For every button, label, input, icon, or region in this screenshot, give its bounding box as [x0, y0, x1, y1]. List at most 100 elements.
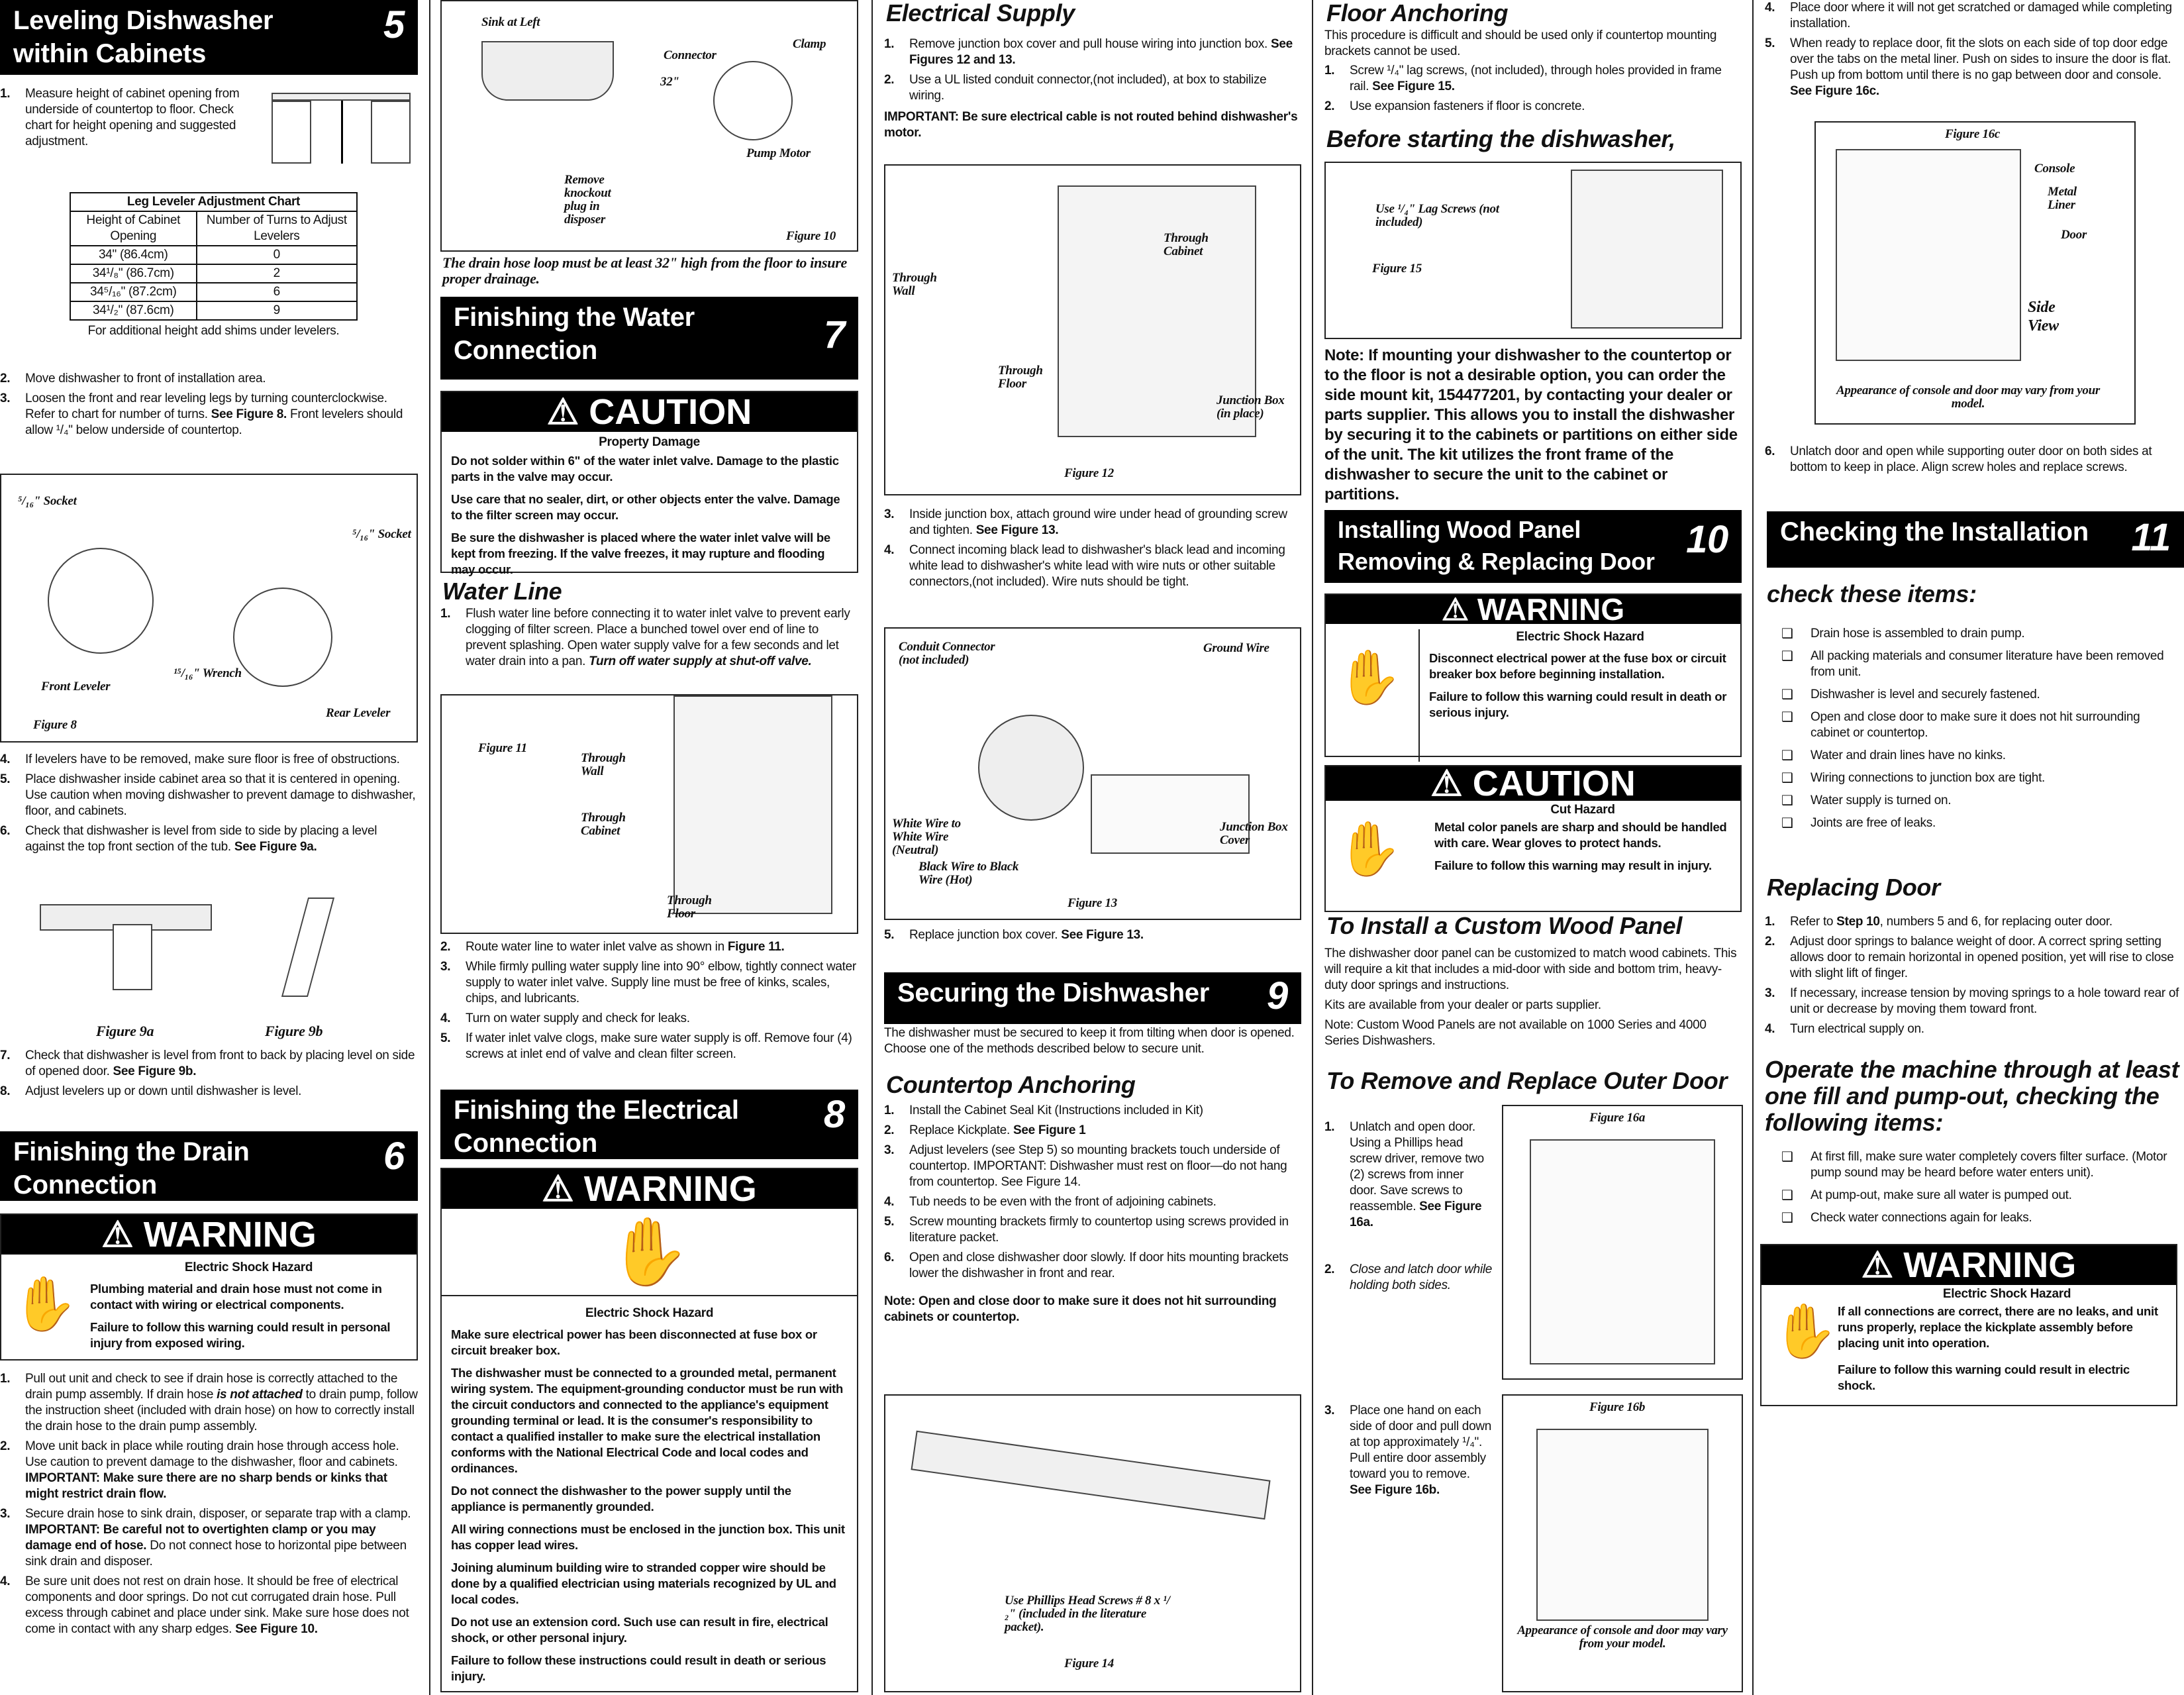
checkbox-icon[interactable]: ❑	[1781, 688, 1793, 702]
checkbox-icon[interactable]: ❑	[1781, 627, 1793, 641]
cut-hazard-glove-icon: ✋	[1336, 819, 1403, 878]
subheading: Replacing Door	[1767, 874, 1940, 901]
subheading: To Install a Custom Wood Panel	[1326, 912, 1683, 939]
figure-ref: See Figure 16b.	[1350, 1483, 1440, 1497]
paragraph: This procedure is difficult and should b…	[1324, 28, 1717, 58]
warning-text: All wiring connections must be enclosed …	[451, 1522, 845, 1552]
label: Junction Box (in place)	[1216, 393, 1285, 421]
step-text: If necessary, increase tension by moving…	[1790, 986, 2179, 1016]
step-number: 6.	[0, 824, 11, 838]
column-divider	[1752, 0, 1754, 1695]
checkbox-icon[interactable]: ❑	[1781, 1150, 1793, 1164]
column-divider	[429, 0, 430, 1695]
step-text: Open and close dishwasher door slowly. I…	[909, 1251, 1289, 1280]
checkbox-icon[interactable]: ❑	[1781, 1211, 1793, 1225]
step-text: When ready to replace door, fit the slot…	[1790, 36, 2171, 82]
step-text: Unlatch door and open while supporting o…	[1790, 444, 2152, 474]
checkbox-icon[interactable]: ❑	[1781, 794, 1793, 808]
step-number: 3.	[1324, 1404, 1335, 1417]
checklist-item: Check water connections again for leaks.	[1811, 1211, 2032, 1225]
chart-title: Leg Leveler Adjustment Chart	[70, 192, 358, 212]
cell: 2	[195, 264, 358, 283]
step-number: 1.	[884, 1104, 895, 1117]
steps: 1.Install the Cabinet Seal Kit (Instruct…	[884, 1103, 1301, 1325]
caution-box: ⚠ CAUTION Property Damage Do not solder …	[440, 391, 858, 576]
paragraph: Note: Custom Wood Panels are not availab…	[1324, 1018, 1707, 1048]
label: Door	[2061, 228, 2087, 242]
label: ⁵/₁₆" Socket	[18, 494, 77, 508]
checklist: ❑At first fill, make sure water complete…	[1781, 1149, 2179, 1233]
subheading: Floor Anchoring	[1326, 0, 1509, 26]
step-text: Adjust levelers (see Step 5) so mounting…	[909, 1143, 1287, 1189]
checkbox-icon[interactable]: ❑	[1781, 1188, 1793, 1203]
warning-box: ⚠ WARNING ✋ Electric Shock Hazard Plumbi…	[0, 1213, 418, 1361]
warning-text: Joining aluminum building wire to strand…	[451, 1561, 836, 1606]
step-text: Remove junction box cover and pull house…	[909, 37, 1271, 51]
warning-banner: ⚠ WARNING	[442, 1169, 857, 1209]
step: 1.Measure height of cabinet opening from…	[0, 86, 258, 154]
label: Metal Liner	[2048, 185, 2077, 212]
figure-note: The drain hose loop must be at least 32"…	[442, 254, 847, 287]
figure-ref: See Figure 15.	[1372, 79, 1455, 93]
warning-banner: ⚠ WARNING	[1, 1215, 417, 1255]
section-number: 6	[383, 1135, 405, 1178]
label: Front Leveler	[41, 680, 111, 693]
figure-10: Sink at Left Connector Clamp 32" Pump Mo…	[440, 0, 858, 252]
checkbox-icon[interactable]: ❑	[1781, 771, 1793, 786]
step-text: Replace junction box cover.	[909, 928, 1062, 942]
checkbox-icon[interactable]: ❑	[1781, 816, 1793, 831]
emphasis: Turn off water supply at shut-off valve.	[589, 654, 812, 668]
label: Through Cabinet	[581, 811, 626, 838]
column-header: Number of Turns to Adjust Levelers	[195, 211, 358, 246]
figure-13: Conduit Connector (not included) Ground …	[884, 627, 1301, 920]
checklist: ❑Drain hose is assembled to drain pump. …	[1781, 626, 2179, 838]
caution-text: Use care that no sealer, dirt, or other …	[451, 492, 840, 522]
step-text: Move unit back in place while routing dr…	[25, 1439, 399, 1469]
label: Through Wall	[892, 271, 937, 298]
label: Side View	[2028, 299, 2059, 334]
section-number: 10	[1686, 518, 1728, 561]
steps: 1.Remove junction box cover and pull hou…	[884, 36, 1301, 141]
checkbox-icon[interactable]: ❑	[1781, 649, 1793, 664]
subheading: To Remove and Replace Outer Door	[1326, 1067, 1728, 1094]
emphasis: is not attached	[217, 1388, 303, 1402]
figure-15: Use ¹/₄" Lag Screws (not included) Figur…	[1324, 162, 1742, 339]
step-number: 3.	[884, 1143, 895, 1157]
step-number: 2.	[440, 940, 451, 954]
step-number: 5.	[0, 772, 11, 786]
caution-text: Do not solder within 6" of the water inl…	[451, 454, 839, 484]
figure-caption: Figure 8	[33, 718, 77, 732]
checkbox-icon[interactable]: ❑	[1781, 748, 1793, 763]
step-number: 6.	[1765, 444, 1775, 458]
step-number: 6.	[884, 1251, 895, 1264]
label: Junction Box Cover	[1220, 820, 1288, 847]
electric-shock-hand-icon: ✋	[1336, 648, 1403, 707]
checkbox-icon[interactable]: ❑	[1781, 710, 1793, 725]
electric-shock-hand-icon: ✋	[12, 1274, 78, 1333]
step-number: 2.	[0, 1439, 11, 1453]
step-text: Loosen the front and rear leveling legs …	[25, 391, 387, 421]
step-text: Secure drain hose to sink drain, dispose…	[25, 1507, 411, 1521]
figure-11: Figure 11 Through Wall Through Cabinet T…	[440, 694, 858, 934]
caution-text: Failure to follow this warning may resul…	[1434, 858, 1712, 872]
step-text: Do not connect hose to horizontal pipe b…	[25, 1539, 407, 1568]
checklist-item: Water supply is turned on.	[1811, 794, 1952, 807]
warning-text: The dishwasher must be connected to a gr…	[451, 1366, 844, 1475]
warning-text: Failure to follow this warning could res…	[1838, 1362, 2130, 1392]
label: White Wire to White Wire (Neutral)	[892, 817, 961, 857]
subheading: check these items:	[1767, 580, 1977, 607]
step-number: 1.	[440, 607, 451, 621]
steps: 1.Screw ¹/₄" lag screws, (not included),…	[1324, 63, 1742, 119]
checklist-item: Wiring connections to junction box are t…	[1811, 771, 2046, 785]
step-text: to drain pump, follow the instruction sh…	[25, 1388, 418, 1433]
step-text: If water inlet valve clogs, make sure wa…	[466, 1031, 852, 1061]
figure-ref: See Figure 16c.	[1790, 84, 1879, 98]
section-number: 8	[824, 1093, 845, 1136]
step-number: 4.	[884, 1195, 895, 1209]
figure-caption: Figure 12	[1064, 466, 1114, 480]
subheading: Operate the machine through at least one…	[1765, 1056, 2179, 1136]
step-text: Measure height of cabinet opening from u…	[25, 87, 240, 148]
figure-16b: Figure 16b Appearance of console and doo…	[1502, 1394, 1743, 1692]
